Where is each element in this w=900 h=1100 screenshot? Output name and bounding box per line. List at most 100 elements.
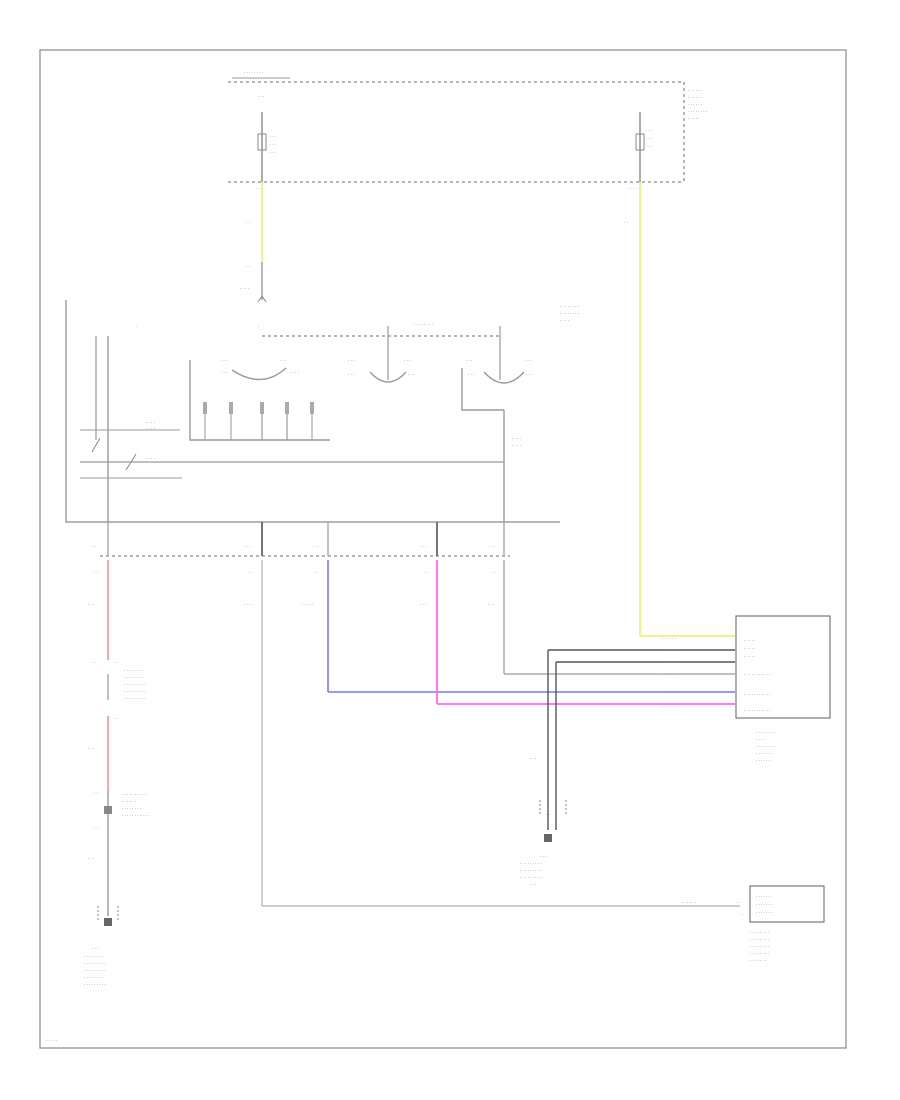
svg-text:· · ·: · · · xyxy=(348,372,354,377)
svg-text:· · ·: · · · xyxy=(92,946,98,951)
svg-text:· · · ·: · · · · xyxy=(290,370,299,375)
svg-text:· · ·: · · · xyxy=(646,136,652,141)
svg-text:· ·: · · xyxy=(256,186,260,191)
svg-text:· ·: · · xyxy=(546,812,550,817)
svg-text:· · ·: · · · xyxy=(530,882,536,887)
svg-text:·: · xyxy=(136,324,137,329)
svg-text:· · · · · ·: · · · · · · xyxy=(662,672,676,677)
svg-text:· · · · · · · ·: · · · · · · · · xyxy=(84,954,103,959)
svg-text:·: · xyxy=(730,672,731,677)
svg-text:· · ·: · · · xyxy=(90,544,96,549)
svg-text:· · · · · · · ·: · · · · · · · · xyxy=(414,322,433,327)
svg-text:· · · · · · · · ·: · · · · · · · · · xyxy=(124,696,146,701)
svg-text:· · ·: · · · xyxy=(222,358,228,363)
svg-text:· · · · · · · ·: · · · · · · · · xyxy=(750,951,769,956)
svg-text:·: · xyxy=(258,324,259,329)
right-module: · · · · · · · · · · · · · · · · · · · · … xyxy=(662,615,831,763)
svg-text:· · · ·: · · · · xyxy=(756,737,765,742)
svg-text:· · · · · · · ·: · · · · · · · · xyxy=(756,744,775,749)
svg-text:· · · · · · · · · · ·: · · · · · · · · · · · xyxy=(744,708,771,713)
svg-text:· · · · · · · ·: · · · · · · · · xyxy=(124,675,143,680)
svg-text:· · · · · ·: · · · · · · xyxy=(682,900,696,905)
wire-yellow-right: · · xyxy=(624,182,735,637)
svg-text:·: · xyxy=(730,648,731,653)
svg-text:· ·: · · xyxy=(94,826,98,831)
svg-text:· · · · · ·: · · · · · · xyxy=(688,102,702,107)
svg-text:· · ·: · · · xyxy=(646,128,652,133)
svg-text:· · · ·: · · · · xyxy=(146,456,155,461)
svg-text:· · ·: · · · xyxy=(258,94,264,99)
svg-text:· ·: · · xyxy=(492,570,496,575)
svg-text:· ·: · · xyxy=(94,570,98,575)
svg-text:· · ·: · · · xyxy=(270,142,276,147)
svg-text:· · · · ·: · · · · · xyxy=(744,638,755,643)
svg-text:· · · · · · ·: · · · · · · · xyxy=(662,648,679,653)
svg-text:· · · · · ·: · · · · · · xyxy=(662,660,676,665)
svg-text:· · · · · · · · ·: · · · · · · · · · xyxy=(124,682,146,687)
fuse-block: · · · · · · · · · · · · · · · · · · · · … xyxy=(228,70,707,191)
svg-text:· · · ·: · · · · xyxy=(244,602,253,607)
svg-text:· · ·: · · · xyxy=(404,358,410,363)
svg-text:· · · · · · · ·: · · · · · · · · xyxy=(750,930,769,935)
svg-text:· · · · ·: · · · · · xyxy=(302,602,313,607)
svg-text:·: · xyxy=(730,660,731,665)
wire-magenta xyxy=(436,560,735,705)
svg-text:· · · · · · · ·: · · · · · · · · xyxy=(84,975,103,980)
figure-code: · · · · · xyxy=(46,1038,57,1043)
svg-text:· · ·: · · · xyxy=(88,602,94,607)
wire-yellow-left: · · · · · · · · xyxy=(240,182,267,303)
svg-text:· · · · · · · · ·: · · · · · · · · · xyxy=(520,875,542,880)
svg-text:· · · · · · · ·: · · · · · · · · xyxy=(688,109,707,114)
svg-text:· · · ·: · · · · xyxy=(512,443,521,448)
svg-text:· · · · · · · ·: · · · · · · · · xyxy=(560,304,579,309)
svg-text:· · · · · · · ·: · · · · · · · · xyxy=(124,668,143,673)
svg-text:· · · · · · · · ·: · · · · · · · · · xyxy=(124,689,146,694)
svg-text:· · · · · ·: · · · · · · xyxy=(756,894,770,899)
svg-text:· · · · · · ·: · · · · · · · xyxy=(662,704,679,709)
svg-text:· · ·: · · · xyxy=(530,756,536,761)
svg-text:· · · · · · ·: · · · · · · · xyxy=(756,910,773,915)
svg-text:· ·: · · xyxy=(246,264,250,269)
svg-text:· · · · · · · · · · ·: · · · · · · · · · · · xyxy=(122,813,149,818)
svg-text:· · · ·: · · · · xyxy=(628,186,637,191)
svg-text:· ·: · · xyxy=(114,716,118,721)
svg-text:· · ·: · · · xyxy=(540,854,546,859)
svg-text:· · ·: · · · xyxy=(222,370,228,375)
module-connector-pins: · · · · · · · · · · · · · · · · · · · · … xyxy=(88,522,510,607)
svg-text:· · · ·: · · · · xyxy=(560,318,569,323)
svg-text:· ·: · · xyxy=(94,790,98,795)
svg-text:· · · · ·: · · · · · xyxy=(744,646,755,651)
svg-text:· · · · ·: · · · · · xyxy=(688,116,699,121)
steering-switch-module: · · · · · · · · · · · · · · · · · · · · … xyxy=(65,300,579,523)
svg-text:· · · · ·: · · · · · xyxy=(744,654,755,659)
svg-text:· · · · · ·: · · · · · · xyxy=(688,95,702,100)
svg-text:· ·: · · xyxy=(246,220,250,225)
svg-text:· ·: · · xyxy=(736,900,740,905)
svg-text:· · · · · ·: · · · · · · xyxy=(756,758,770,763)
wire-ground: · · · · · · · · · · · · · · · · · · · · … xyxy=(520,649,735,887)
svg-text:· · ·: · · · xyxy=(312,544,318,549)
svg-text:· · · · · · · ·: · · · · · · · · xyxy=(244,70,263,75)
svg-text:· · ·: · · · xyxy=(466,358,472,363)
svg-text:· · ·: · · · xyxy=(488,544,494,549)
svg-text:· · · · · · · · ·: · · · · · · · · · xyxy=(84,961,106,966)
svg-text:· ·: · · xyxy=(92,660,96,665)
svg-text:·: · xyxy=(730,636,731,641)
bottom-left-component: · · · · · · · · · · · · · · · · · · · · … xyxy=(84,790,149,987)
svg-text:· · ·: · · · xyxy=(526,372,532,377)
svg-text:· · · · · · · ·: · · · · · · · · xyxy=(122,806,141,811)
svg-text:· · · ·: · · · · xyxy=(512,436,521,441)
svg-text:· · ·: · · · xyxy=(488,602,494,607)
svg-text:· · · · · · · · ·: · · · · · · · · · xyxy=(84,982,106,987)
svg-text:· · · · · · · · ·: · · · · · · · · · xyxy=(520,861,542,866)
svg-text:· ·: · · xyxy=(424,570,428,575)
svg-text:· · · · · · · · · · ·: · · · · · · · · · · · xyxy=(744,672,771,677)
svg-text:· · ·: · · · xyxy=(646,144,652,149)
svg-text:· · · · · ·: · · · · · · xyxy=(688,88,702,93)
wire-red-left: · · · · · · · · · · · · · · · · · · · · … xyxy=(88,560,146,790)
svg-text:· · · ·: · · · · xyxy=(146,426,155,431)
svg-text:· · ·: · · · xyxy=(348,358,354,363)
svg-text:· ·: · · xyxy=(624,220,628,225)
bottom-right-module: · · · · · · · · · · · · · · · · · · · · … xyxy=(742,885,825,963)
